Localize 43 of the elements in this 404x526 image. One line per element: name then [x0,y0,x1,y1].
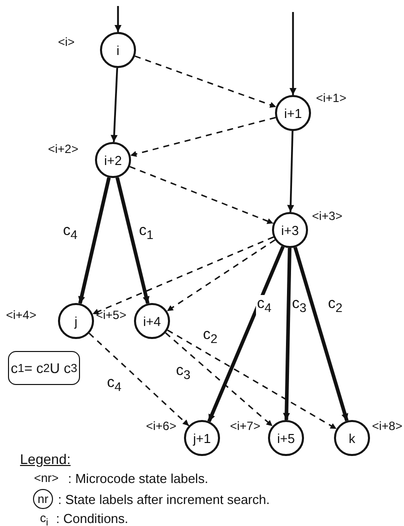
dashed-arrow [165,332,273,427]
state-circle: i [100,32,136,68]
arrow [282,248,292,420]
arrow [207,246,285,422]
dashed-arrow [130,116,276,157]
state-label: <i+2> [48,143,78,155]
legend-symbol: c$_{i}$ [40,512,48,526]
arrow [116,177,150,304]
edge-label: c$_{4}$ [256,295,272,316]
state-label: <i> [58,36,75,48]
state-label: <i+7> [230,420,260,432]
legend-text: : State labels after increment search. [58,493,270,506]
dashed-arrow [166,239,276,312]
state-label: <i+8> [372,420,402,432]
state-circle: i+5 [268,420,304,456]
dashed-arrow [129,166,274,224]
state-circle: i+2 [95,142,131,178]
legend-symbol: nr [33,489,53,509]
state-circle: k [334,420,370,456]
arrow [287,130,294,212]
dashed-arrow [167,329,337,430]
dashed-arrow [88,332,190,426]
state-circle: j+1 [184,420,220,456]
state-circle: i+3 [272,212,308,248]
state-circle: i+4 [134,303,170,339]
legend-text: : Conditions. [56,512,128,525]
arrow [290,12,296,95]
state-label: <i+4> [6,309,36,321]
dashed-arrow [134,55,276,108]
state-label: <i+1> [316,92,346,104]
state-label: <i+5> [96,309,126,321]
state-label: <i+6> [146,420,176,432]
arrow [110,68,118,142]
arrow [114,6,122,32]
state-label: <i+3> [312,210,342,222]
legend-text: : Microcode state labels. [68,472,208,485]
state-circle: j [58,303,94,339]
arrow [78,177,111,304]
legend-heading: Legend: [20,452,71,466]
dashed-arrow [92,236,274,315]
state-circle: i+1 [275,95,311,131]
legend-symbol: <nr> [34,472,59,484]
arrow [293,246,349,422]
